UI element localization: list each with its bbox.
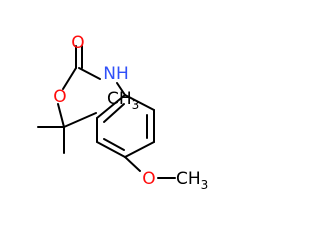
ring-bond-6 xyxy=(96,94,126,119)
structure-diagram: O O NH CH3 O CH3 xyxy=(37,33,209,192)
carbonyl-oxygen-label: O xyxy=(71,33,84,53)
bond-tbu-methyl-right xyxy=(63,112,97,128)
bond-o-tbu xyxy=(57,103,65,128)
overlapping-methyl-label: CH3 xyxy=(107,89,139,112)
ester-oxygen-label: O xyxy=(53,87,66,107)
molecule-drawing: O O NH CH3 O CH3 xyxy=(37,33,208,192)
bond-c-ester-o xyxy=(62,67,77,90)
ring-bond-4 xyxy=(96,141,126,158)
bond-n-aryl xyxy=(116,82,126,96)
overlapping-methyl-subscript: 3 xyxy=(132,98,140,112)
ring-bond-1 xyxy=(124,94,155,111)
methoxy-methyl-subscript: 3 xyxy=(201,178,209,192)
amine-label: NH xyxy=(103,64,129,84)
ring-double-2 xyxy=(103,138,125,151)
methoxy-methyl-text: CH xyxy=(176,169,201,189)
ring-double-3 xyxy=(103,103,125,123)
bonds xyxy=(37,45,176,179)
atom-labels: O O NH CH3 O CH3 xyxy=(53,33,208,192)
ring-bond-3 xyxy=(124,141,155,158)
methoxy-oxygen-label: O xyxy=(142,169,155,189)
overlapping-methyl-text: CH xyxy=(107,89,132,109)
bond-aryl-o xyxy=(124,156,141,172)
methoxy-methyl-label: CH3 xyxy=(176,169,208,192)
bond-c-n xyxy=(78,67,101,80)
